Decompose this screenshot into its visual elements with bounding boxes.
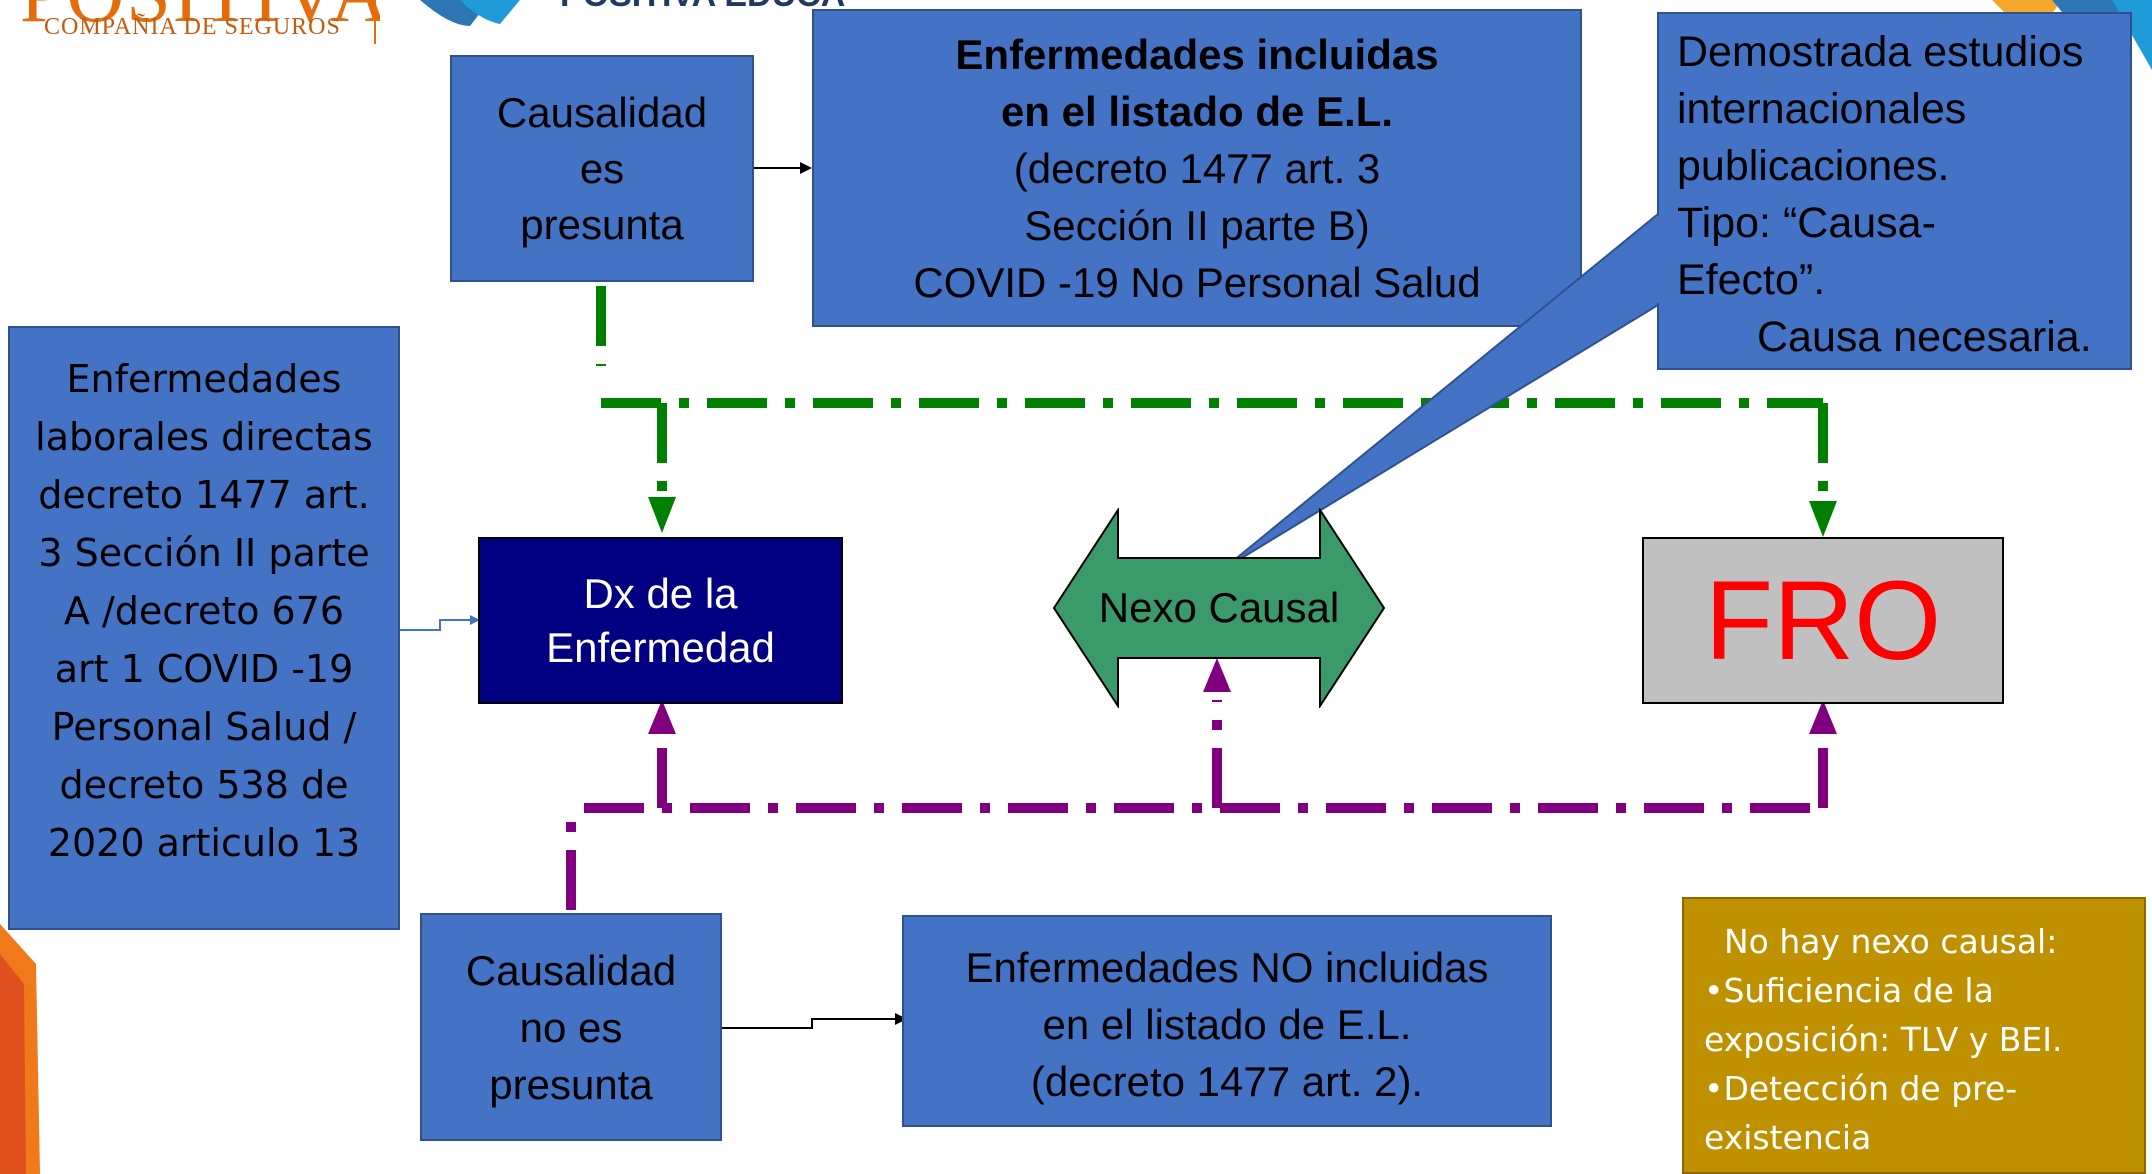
no-incluidas-line: en el listado de E.L. — [1042, 1001, 1412, 1048]
dx-enfermedad-box: Dx de la Enfermedad — [478, 537, 843, 704]
black-arrowhead — [895, 1013, 907, 1025]
incluidas-line: COVID -19 No Personal Salud — [913, 258, 1481, 306]
directas-line: laborales directas — [35, 415, 373, 459]
nexo-causal-arrow — [1052, 508, 1386, 708]
green-arrowhead — [1809, 501, 1837, 537]
educa-logo: POSITIVA EDUCA — [410, 0, 850, 26]
directas-line: decreto 538 de — [59, 763, 349, 807]
directas-line: A /decreto 676 — [63, 589, 345, 633]
side-decoration-icon — [0, 924, 40, 1174]
purple-arrowhead — [1809, 700, 1837, 734]
causalidad-presunta-line: es — [579, 144, 625, 192]
dx-line: Dx de la — [583, 569, 738, 617]
demostrada-line: Efecto”. — [1677, 256, 1826, 304]
black-arrowhead — [800, 162, 812, 174]
logo-caption: COMPAÑIA DE SEGUROS — [44, 14, 341, 40]
blue-connector — [400, 619, 470, 631]
incluidas-line: (decreto 1477 art. 3 — [1013, 144, 1381, 192]
no-nexo-bullet: •Detección de pre- — [1704, 1069, 2018, 1108]
enfermedades-no-incluidas-box: Enfermedades NO incluidas en el listado … — [902, 915, 1552, 1127]
causalidad-presunta-box: Causalidad es presunta — [450, 55, 754, 282]
demostrada-line: Demostrada estudios — [1677, 28, 2084, 76]
no-nexo-box: No hay nexo causal: •Suficiencia de la e… — [1682, 897, 2146, 1174]
no-nexo-title: No hay nexo causal: — [1724, 922, 2058, 961]
purple-arrowhead — [1203, 658, 1231, 692]
causalidad-presunta-line: presunta — [520, 200, 684, 248]
demostrada-line: publicaciones. — [1677, 142, 1950, 190]
no-nexo-bullet: •Suficiencia de la — [1704, 971, 1994, 1010]
logo-divider — [374, 0, 376, 44]
incluidas-line: Sección II parte B) — [1024, 201, 1370, 249]
purple-arrowhead — [648, 700, 676, 734]
incluidas-title: en el listado de E.L. — [1000, 87, 1394, 135]
directas-line: Enfermedades — [66, 357, 342, 401]
educa-wordmark: POSITIVA EDUCA — [560, 0, 845, 15]
educa-emblem-icon — [420, 0, 520, 26]
blue-arrowhead — [470, 615, 480, 625]
causalidad-no-presunta-line: no es — [519, 1003, 623, 1051]
no-incluidas-line: Enfermedades NO incluidas — [965, 944, 1489, 991]
causalidad-no-presunta-line: Causalidad — [465, 946, 677, 994]
demostrada-callout: Demostrada estudios internacionales publ… — [1657, 12, 2132, 370]
black-connector — [722, 1018, 895, 1029]
laborales-directas-box: Enfermedades laborales directas decreto … — [8, 326, 400, 930]
directas-line: art 1 COVID -19 — [54, 647, 354, 691]
demostrada-line: Causa necesaria. — [1757, 313, 2092, 361]
nexo-causal-label: Nexo Causal — [1098, 584, 1340, 631]
no-nexo-bullet: exposición: TLV y BEI. — [1704, 1020, 2063, 1059]
causalidad-presunta-line: Causalidad — [496, 88, 708, 136]
demostrada-line: internacionales — [1677, 85, 1967, 133]
demostrada-line: Tipo: “Causa- — [1677, 199, 1936, 247]
fro-label: FRO — [1704, 558, 1942, 683]
logo-wordmark: POSITIVA — [20, 0, 380, 41]
directas-line: Personal Salud / — [51, 705, 357, 749]
directas-line: decreto 1477 art. — [38, 473, 370, 517]
fro-box: FRO — [1642, 537, 2004, 704]
positiva-logo: POSITIVA COMPAÑIA DE SEGUROS — [0, 0, 380, 44]
directas-line: 3 Sección II parte — [38, 531, 370, 575]
enfermedades-incluidas-box: Enfermedades incluidas en el listado de … — [812, 9, 1582, 327]
no-nexo-bullet: existencia — [1704, 1118, 1872, 1157]
no-incluidas-line: (decreto 1477 art. 2). — [1030, 1058, 1424, 1105]
directas-line: 2020 articulo 13 — [47, 821, 361, 865]
causalidad-no-presunta-box: Causalidad no es presunta — [420, 913, 722, 1141]
causalidad-no-presunta-line: presunta — [489, 1060, 653, 1108]
green-arrowhead — [648, 497, 676, 533]
incluidas-title: Enfermedades incluidas — [955, 30, 1439, 78]
dx-line: Enfermedad — [546, 623, 775, 671]
